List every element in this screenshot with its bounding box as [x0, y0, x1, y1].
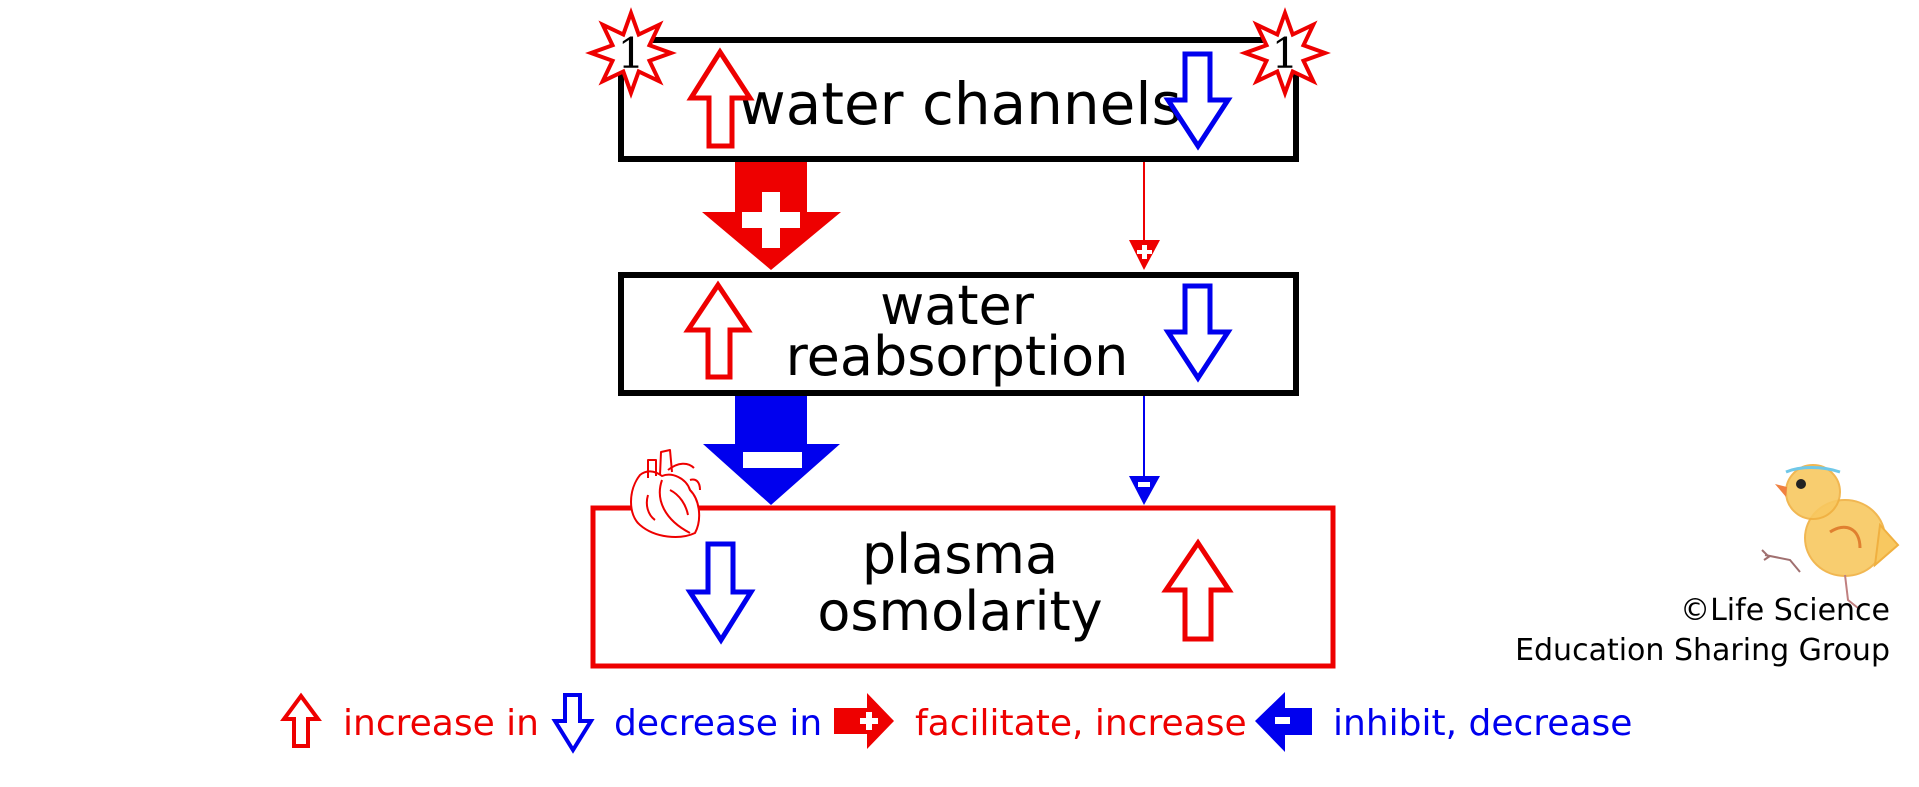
minus-sign-icon	[1275, 717, 1290, 724]
increase-arrow-icon	[683, 280, 753, 380]
inhibit-arrow-small	[1129, 396, 1160, 505]
legend-item-decrease: decrease in	[551, 693, 822, 754]
inhibit-arrow-icon	[703, 396, 840, 505]
badge-right-number: 1	[1272, 29, 1299, 78]
legend: increase in decrease in facilitate, incr…	[280, 692, 1632, 754]
legend-label-facilitate: facilitate, increase	[915, 703, 1247, 744]
heart-icon	[630, 449, 701, 538]
chick-mascot-icon	[1761, 464, 1900, 609]
credit-line1: ©Life Science	[1680, 593, 1890, 628]
decrease-arrow-icon	[1163, 51, 1233, 151]
box-label: water channels	[738, 70, 1181, 138]
box-label-line2: reabsorption	[786, 325, 1129, 388]
legend-label-increase: increase in	[343, 703, 539, 744]
inhibit-arrowhead-icon	[1129, 476, 1160, 505]
badge-right-star-icon: 1	[1239, 7, 1331, 99]
inhibit-arrow-large	[703, 396, 840, 505]
box-label-line1: water	[880, 274, 1035, 337]
increase-arrow-icon	[686, 47, 755, 149]
legend-item-facilitate: facilitate, increase	[834, 693, 1247, 749]
decrease-arrow-icon	[685, 541, 756, 645]
facilitate-arrow-large	[702, 162, 841, 270]
credit-line2: Education Sharing Group	[1515, 633, 1890, 668]
plus-sign-small-icon	[1137, 245, 1152, 259]
box-water-channels: water channels 1 1	[585, 7, 1331, 162]
plus-sign-icon	[860, 712, 878, 730]
legend-item-increase: increase in	[280, 692, 539, 748]
badge-left-number: 1	[618, 29, 645, 78]
decrease-arrow-icon	[551, 693, 595, 754]
increase-arrow-icon	[280, 692, 322, 748]
box-label-line2: osmolarity	[817, 580, 1102, 643]
facilitate-arrow-small	[1129, 162, 1160, 270]
box-water-reabsorption: water reabsorption	[618, 272, 1299, 396]
plus-sign-icon	[742, 192, 800, 248]
decrease-arrow-icon	[1163, 283, 1233, 383]
legend-label-inhibit: inhibit, decrease	[1333, 703, 1632, 744]
minus-sign-small-icon	[1138, 482, 1150, 487]
increase-arrow-icon	[1161, 538, 1234, 642]
box-label-line1: plasma	[862, 523, 1058, 586]
badge-left-star-icon: 1	[585, 7, 677, 99]
minus-sign-icon	[743, 452, 802, 468]
box-plasma-osmolarity: plasma osmolarity	[590, 449, 1336, 669]
legend-item-inhibit: inhibit, decrease	[1255, 692, 1632, 752]
legend-label-decrease: decrease in	[614, 703, 822, 744]
copyright-credit: ©Life Science Education Sharing Group	[1515, 593, 1890, 668]
